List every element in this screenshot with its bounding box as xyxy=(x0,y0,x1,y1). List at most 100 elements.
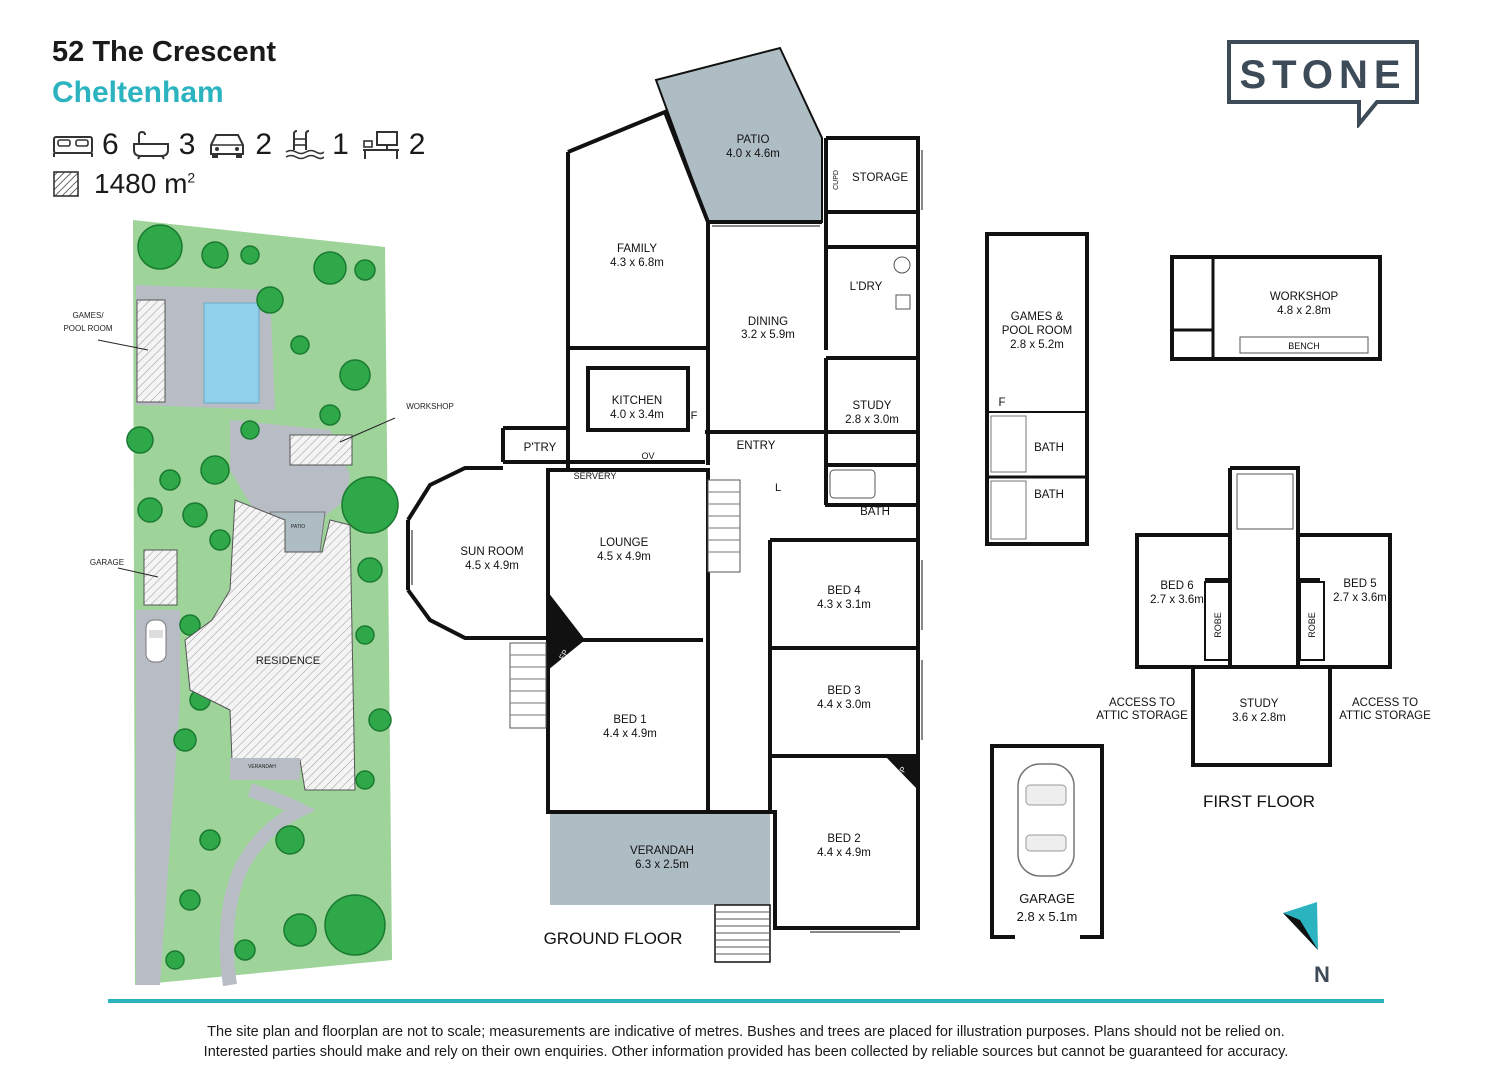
garage-plan: GARAGE 2.8 x 5.1m xyxy=(990,744,1104,939)
first-floor-plan: BED 6 2.7 x 3.6m BED 5 2.7 x 3.6m STUDY … xyxy=(1096,466,1431,811)
land-size: 1480 m2 xyxy=(52,168,195,200)
gf-entry-label: ENTRY xyxy=(737,440,776,452)
gf-study-label: STUDY xyxy=(853,400,892,412)
gf-servery-label: SERVERY xyxy=(574,471,617,481)
gf-fireplace-lounge xyxy=(548,592,585,670)
stat-study-value: 2 xyxy=(408,128,426,161)
ff-access-left-1: ACCESS TO xyxy=(1109,697,1175,709)
bath-icon xyxy=(132,130,169,160)
ground-floor-title: GROUND FLOOR xyxy=(544,929,683,948)
games-room-f: F xyxy=(998,397,1005,409)
stat-bedrooms: 6 xyxy=(52,128,119,162)
site-label-garage: GARAGE xyxy=(90,558,124,567)
site-garage-roof xyxy=(143,549,178,606)
first-floor-title: FIRST FLOOR xyxy=(1203,792,1315,811)
games-room-label2: POOL ROOM xyxy=(1002,325,1073,337)
gf-sunroom-dim: 4.5 x 4.9m xyxy=(465,560,519,572)
site-label-verandah: VERANDAH xyxy=(248,764,276,770)
property-suburb: Cheltenham xyxy=(52,76,224,109)
games-room-bath1: BATH xyxy=(1034,442,1064,454)
gf-bed3-dim: 4.4 x 3.0m xyxy=(817,699,871,711)
gf-dining-dim: 3.2 x 5.9m xyxy=(741,329,795,341)
gf-patio-label: PATIO xyxy=(737,134,770,146)
pool-icon xyxy=(285,130,325,160)
gf-bed4-label: BED 4 xyxy=(827,585,861,597)
desk-icon xyxy=(362,131,399,159)
gf-fp-label: FP xyxy=(557,648,570,661)
stat-parking: 2 xyxy=(207,128,272,162)
gf-fp2-label: FP xyxy=(895,765,908,778)
ff-bed5-label: BED 5 xyxy=(1343,578,1376,590)
gf-pantry-label: P'TRY xyxy=(524,442,557,454)
gf-bed3-label: BED 3 xyxy=(827,685,860,697)
gf-f-label: F xyxy=(691,410,698,422)
gf-kitchen-label: KITCHEN xyxy=(612,395,662,407)
site-label-games: GAMES/ xyxy=(72,311,104,320)
ff-bed6-label: BED 6 xyxy=(1160,580,1193,592)
stat-study: 2 xyxy=(361,128,426,162)
property-stats: 6 3 2 1 2 xyxy=(52,126,431,164)
north-arrow-icon: N xyxy=(1283,902,1330,987)
stat-parking-value: 2 xyxy=(255,128,273,161)
ff-access-right-2: ATTIC STORAGE xyxy=(1339,710,1431,722)
site-label-residence: RESIDENCE xyxy=(256,655,320,667)
workshop-bench-label: BENCH xyxy=(1288,341,1320,351)
gf-bed2-label: BED 2 xyxy=(827,833,860,845)
gf-bed2-dim: 4.4 x 4.9m xyxy=(817,847,871,859)
footer-divider xyxy=(108,999,1384,1003)
site-driveway xyxy=(136,610,180,985)
car-icon xyxy=(210,134,245,158)
workshop-plan: WORKSHOP 4.8 x 2.8m BENCH xyxy=(1170,255,1382,361)
gf-patio-dim: 4.0 x 4.6m xyxy=(726,148,780,160)
gf-laundry-label: L'DRY xyxy=(850,281,883,293)
ff-bed6-dim: 2.7 x 3.6m xyxy=(1150,594,1204,606)
site-workshop-roof xyxy=(289,434,353,466)
ff-robe-right: ROBE xyxy=(1307,612,1317,638)
gf-fireplace-bed2 xyxy=(885,756,918,790)
disclaimer-line-2: Interested parties should make and rely … xyxy=(203,1044,1289,1060)
stat-bathrooms-value: 3 xyxy=(178,128,196,161)
ground-floor-plan: PATIO 4.0 x 4.6m STORAGE FAMILY 4.3 x 6.… xyxy=(406,46,923,963)
gf-ov-label: OV xyxy=(641,451,654,461)
gf-dining-label: DINING xyxy=(748,316,788,328)
gf-verandah-dim: 6.3 x 2.5m xyxy=(635,859,689,871)
ff-robe-left: ROBE xyxy=(1213,612,1223,638)
games-room-label: GAMES & xyxy=(1011,311,1064,323)
ff-study-dim: 3.6 x 2.8m xyxy=(1232,712,1286,724)
gf-verandah-label: VERANDAH xyxy=(630,845,694,857)
site-trees xyxy=(126,224,399,970)
gf-study-dim: 2.8 x 3.0m xyxy=(845,414,899,426)
gf-sunroom-label: SUN ROOM xyxy=(460,546,523,558)
gf-bed4-dim: 4.3 x 3.1m xyxy=(817,599,871,611)
brand-logo: STONE xyxy=(1227,40,1419,128)
workshop-label: WORKSHOP xyxy=(1270,291,1339,303)
site-label-workshop: WORKSHOP xyxy=(406,402,454,411)
garage-car-icon xyxy=(1017,763,1075,877)
site-car-icon xyxy=(145,619,167,663)
gf-bath-label: BATH xyxy=(860,506,890,518)
gf-lounge-dim: 4.5 x 4.9m xyxy=(597,551,651,563)
games-room-plan: GAMES & POOL ROOM 2.8 x 5.2m F BATH BATH xyxy=(985,232,1089,546)
games-room-dim: 2.8 x 5.2m xyxy=(1010,339,1064,351)
gf-cupd-label: CUPD xyxy=(833,170,840,190)
ff-access-left-2: ATTIC STORAGE xyxy=(1096,710,1188,722)
ff-access-right-1: ACCESS TO xyxy=(1352,697,1418,709)
workshop-dim: 4.8 x 2.8m xyxy=(1277,305,1331,317)
gf-storage-label: STORAGE xyxy=(852,172,908,184)
site-plan: GAMES/ POOL ROOM WORKSHOP GARAGE RESIDEN… xyxy=(63,220,454,987)
games-room-bath2: BATH xyxy=(1034,489,1064,501)
site-verandah xyxy=(230,758,300,780)
disclaimer-line-1: The site plan and floorplan are not to s… xyxy=(207,1024,1285,1040)
garage-label: GARAGE xyxy=(1019,891,1075,906)
stat-pool: 1 xyxy=(284,128,349,162)
garage-dim: 2.8 x 5.1m xyxy=(1017,909,1078,924)
brand-logo-text: STONE xyxy=(1239,53,1406,97)
gf-lounge-label: LOUNGE xyxy=(600,537,649,549)
gf-l-label: L xyxy=(775,482,781,494)
stat-bedrooms-value: 6 xyxy=(102,128,119,161)
gf-bed1-dim: 4.4 x 4.9m xyxy=(603,728,657,740)
land-area-icon xyxy=(53,171,79,197)
north-label: N xyxy=(1314,962,1330,987)
site-label-games2: POOL ROOM xyxy=(63,324,112,333)
stat-bathrooms: 3 xyxy=(131,128,196,162)
